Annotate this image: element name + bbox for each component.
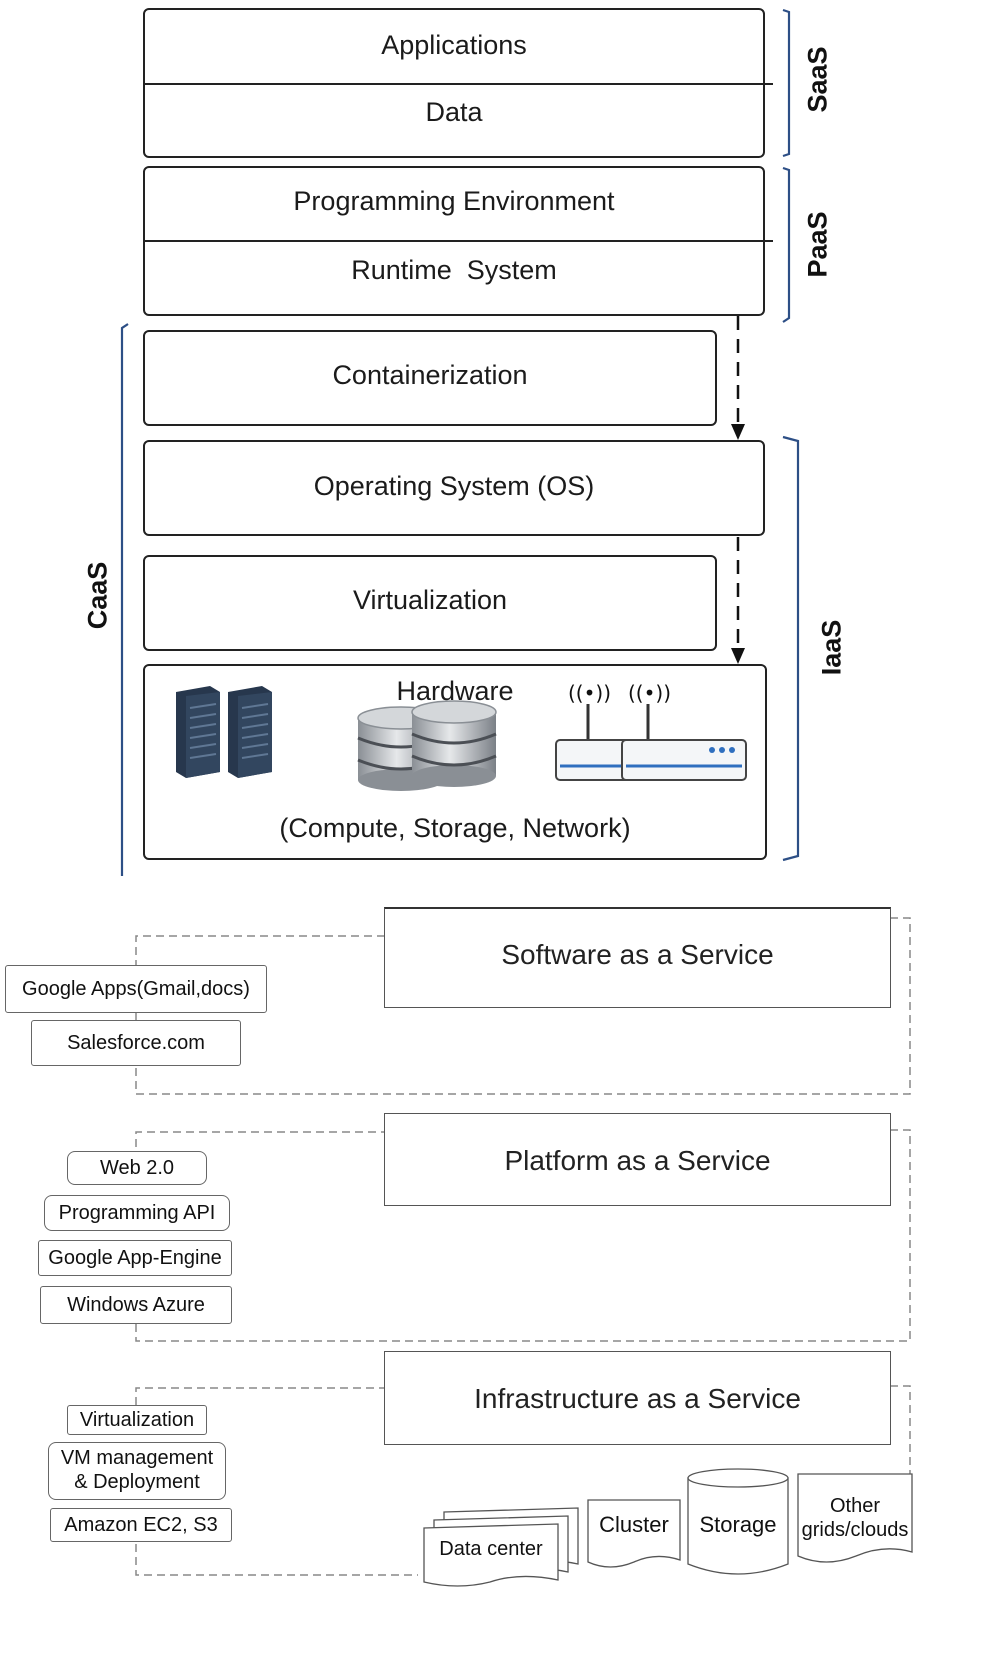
layer-containerization: Containerization <box>332 360 528 390</box>
layer-runtime-system: Runtime System <box>351 255 557 285</box>
svg-text:((•)): ((•)) <box>628 681 671 705</box>
software-as-a-service-box: Software as a Service <box>384 907 891 1008</box>
cluster-document-icon <box>587 1499 681 1568</box>
example-salesforce: Salesforce.com <box>31 1020 241 1066</box>
layer-programming-environment: Programming Environment <box>293 186 615 216</box>
arrowhead-icon <box>731 648 745 664</box>
virtualization-layer-box <box>143 555 717 651</box>
saas-divider <box>143 83 773 85</box>
example-amazon-ec2-s3: Amazon EC2, S3 <box>50 1508 232 1542</box>
resource-storage: Storage <box>699 1512 777 1537</box>
stack-graphics: ((•)) ((•)) <box>120 8 800 876</box>
example-windows-azure: Windows Azure <box>40 1286 232 1324</box>
caas-bracket <box>120 323 129 876</box>
containerization-layer-box <box>143 330 717 426</box>
example-google-app-engine: Google App-Engine <box>38 1240 232 1276</box>
arrowhead-icon <box>731 424 745 440</box>
example-web-2-0: Web 2.0 <box>67 1151 207 1185</box>
software-as-a-service-title: Software as a Service <box>501 939 774 970</box>
infrastructure-as-a-service-box: Infrastructure as a Service <box>384 1351 891 1445</box>
layer-virtualization: Virtualization <box>352 585 508 615</box>
platform-as-a-service-title: Platform as a Service <box>504 1145 771 1176</box>
example-vm-management: VM management & Deployment <box>48 1442 226 1500</box>
storage-cylinder-icon <box>687 1468 789 1575</box>
example-programming-api: Programming API <box>44 1195 230 1231</box>
example-virtualization: Virtualization <box>67 1405 207 1435</box>
database-icon <box>357 700 497 791</box>
resource-data-center: Data center <box>439 1538 543 1560</box>
example-vm-management-line1: VM management <box>60 1447 214 1469</box>
paas-bracket <box>782 166 791 323</box>
example-vm-management-line2: & Deployment <box>74 1471 200 1493</box>
layer-applications: Applications <box>381 30 527 60</box>
infrastructure-as-a-service-title: Infrastructure as a Service <box>474 1383 801 1414</box>
layer-data: Data <box>425 97 483 127</box>
layer-operating-system: Operating System (OS) <box>313 471 595 501</box>
iaas-dashed-outline <box>135 1385 911 1576</box>
data-center-stack-icon <box>423 1507 579 1587</box>
saas-bracket <box>782 8 791 158</box>
resource-other-line1: Other <box>829 1495 881 1517</box>
os-layer-box <box>143 440 765 536</box>
resource-other-grids-clouds: Other grids/clouds <box>798 1494 912 1542</box>
layer-hardware-caption: (Compute, Storage, Network) <box>279 813 631 843</box>
paas-dashed-outline <box>135 1129 911 1342</box>
platform-as-a-service-box: Platform as a Service <box>384 1113 891 1206</box>
wireless-router-icon: ((•)) ((•)) <box>555 681 747 781</box>
svg-text:((•)): ((•)) <box>568 681 611 705</box>
server-rack-icon <box>176 686 272 778</box>
example-google-apps: Google Apps(Gmail,docs) <box>5 965 267 1013</box>
other-grids-document-icon <box>797 1473 913 1563</box>
iaas-bracket <box>782 435 800 862</box>
resource-cluster: Cluster <box>599 1512 669 1537</box>
paas-divider <box>143 240 773 242</box>
resource-other-line2: grids/clouds <box>801 1519 909 1541</box>
